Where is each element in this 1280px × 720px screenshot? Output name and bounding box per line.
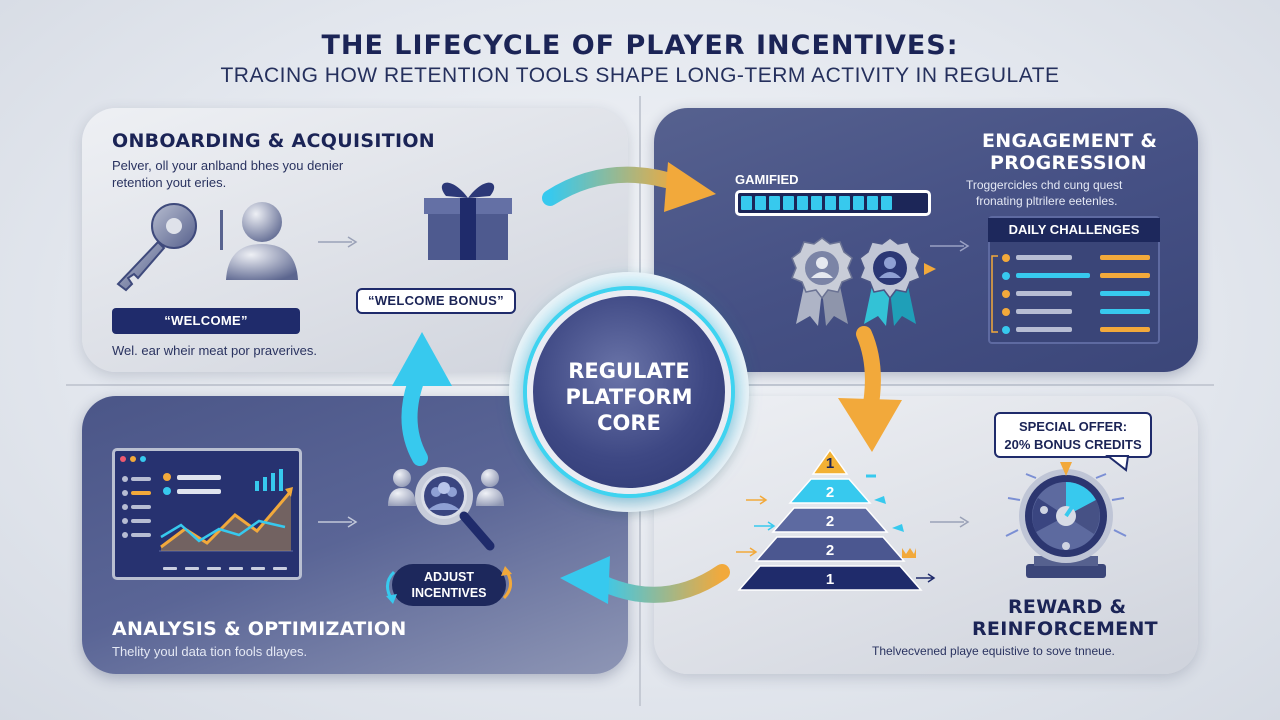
progress-segment [741, 196, 752, 210]
pyramid-level-1 [811, 448, 849, 475]
analysis-heading: ANALYSIS & OPTIMIZATION [112, 618, 407, 640]
progress-segment [881, 196, 892, 210]
pyramid-side-arrows [736, 474, 936, 583]
onboarding-heading: ONBOARDING & ACQUISITION [112, 130, 435, 152]
daily-challenges-title: DAILY CHALLENGES [988, 218, 1160, 242]
pyramid-level-label: 1 [826, 455, 834, 472]
arrow-right-icon-4 [930, 516, 970, 528]
progress-segment [839, 196, 850, 210]
user-search-icon [388, 467, 504, 551]
special-offer-line2: 20% BONUS CREDITS [1004, 437, 1142, 452]
progress-segment [769, 196, 780, 210]
onboarding-footer-text: Wel. ear wheir meat por praverives. [112, 343, 317, 358]
cycle-arrow-bottom [560, 556, 730, 604]
page-title: THE LIFECYCLE OF PLAYER INCENTIVES: [321, 30, 959, 61]
special-offer-line1: SPECIAL OFFER: [1018, 419, 1128, 434]
user-icon [226, 202, 298, 280]
reward-heading-line2: REINFORCEMENT [972, 618, 1158, 640]
arrow-right-small-icon [924, 263, 936, 275]
prize-wheel-icon [1005, 462, 1127, 578]
pyramid-level-label: 1 [826, 571, 834, 588]
analysis-text: Thelity youl data tion fools dlayes. [112, 644, 308, 659]
onboarding-text-line1: Pelver, oll your anlband bhes you denier [112, 158, 344, 173]
cycle-arrow-top [542, 162, 716, 212]
analytics-chart-graphic [120, 456, 293, 570]
engagement-text-line1: Troggercicles chd cung quest [966, 178, 1123, 192]
welcome-badge: “WELCOME” [112, 308, 300, 334]
arrow-right-icon-2 [930, 240, 970, 252]
challenge-row-4 [1002, 308, 1150, 316]
cycle-arrow-left [392, 332, 452, 466]
cycle-arrow-right [838, 326, 902, 452]
challenge-row-3 [1002, 290, 1150, 298]
challenge-row-2 [1002, 272, 1150, 280]
progress-segment [811, 196, 822, 210]
challenge-row-1 [1002, 254, 1150, 262]
onboarding-text-line2: retention yout eries. [112, 175, 227, 190]
engagement-heading-line1: ENGAGEMENT & [982, 130, 1158, 152]
callout-pointer [1105, 455, 1130, 472]
arrow-right-icon [318, 236, 358, 248]
progress-segment [783, 196, 794, 210]
progress-label: GAMIFIED [735, 172, 799, 187]
badge-icon-teal [859, 237, 921, 326]
daily-challenges-list [991, 254, 1150, 334]
pyramid-level-label: 2 [826, 513, 834, 530]
page-subtitle: TRACING HOW RETENTION TOOLS SHAPE LONG-T… [220, 64, 1060, 87]
key-icon [116, 203, 197, 292]
pyramid-level-5 [737, 565, 923, 591]
pyramid-levels: 1 2 2 2 1 [737, 448, 923, 591]
platform-core: REGULATE PLATFORM CORE [527, 290, 731, 494]
platform-core-label: REGULATE PLATFORM CORE [565, 359, 693, 435]
progress-bar [735, 190, 931, 216]
welcome-bonus-badge: “WELCOME BONUS” [356, 288, 516, 314]
engagement-text-line2: fronating pltrilere eetenles. [976, 194, 1118, 208]
challenge-row-5 [1002, 326, 1150, 334]
arrow-right-icon-3 [318, 516, 358, 528]
engagement-heading-line2: PROGRESSION [990, 152, 1147, 174]
adjust-incentives-button[interactable]: ADJUST INCENTIVES [392, 564, 506, 606]
badge-icon-silver [791, 237, 853, 326]
pyramid-level-2 [788, 478, 872, 504]
key-separator [220, 210, 223, 250]
reward-heading-line1: REWARD & [1008, 596, 1127, 618]
pyramid-level-4 [754, 536, 906, 562]
pyramid-level-3 [771, 507, 889, 533]
gift-icon [424, 182, 512, 260]
progress-segment [755, 196, 766, 210]
progress-segment [853, 196, 864, 210]
reward-text: Thelvecvened playe equistive to sove tnn… [872, 644, 1115, 658]
progress-segment [825, 196, 836, 210]
progress-segment [867, 196, 878, 210]
pyramid-level-label: 2 [826, 542, 834, 559]
special-offer-callout: SPECIAL OFFER: 20% BONUS CREDITS [994, 412, 1152, 458]
progress-segment [797, 196, 808, 210]
refresh-arrows-icon [386, 566, 512, 604]
pyramid-level-label: 2 [826, 484, 834, 501]
